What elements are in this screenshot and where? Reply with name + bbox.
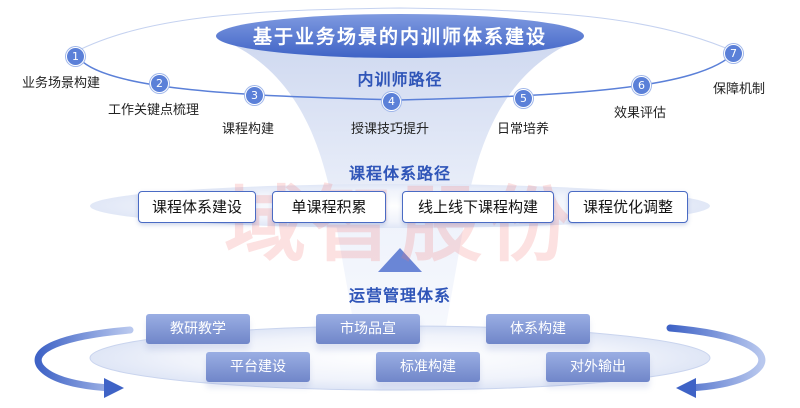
ops-item-bottom-3: 对外输出 <box>546 352 650 382</box>
left-cycle-arrow <box>34 326 134 392</box>
course-path-title: 课程体系路径 <box>348 164 451 183</box>
step-label-3: 课程构建 <box>222 122 275 137</box>
diagram-title: 基于业务场景的内训师体系建设 <box>252 26 547 48</box>
step-node-4: 4 <box>382 92 401 111</box>
step-label-6: 效果评估 <box>614 106 667 121</box>
trainer-path-arc-back <box>74 7 736 53</box>
trainer-path-title: 内训师路径 <box>357 70 443 89</box>
up-arrow-icon <box>378 248 422 272</box>
right-arrowhead-icon <box>676 378 696 398</box>
course-item-3: 线上线下课程构建 <box>402 191 554 223</box>
step-node-5: 5 <box>514 89 533 108</box>
step-label-5: 日常培养 <box>497 122 550 137</box>
ops-item-bottom-2: 标准构建 <box>376 352 480 382</box>
ops-item-top-2: 市场品宣 <box>316 314 420 344</box>
course-item-1: 课程体系建设 <box>138 191 256 223</box>
step-label-1: 业务场景构建 <box>22 76 101 91</box>
step-node-1: 1 <box>66 47 85 66</box>
step-label-2: 工作关键点梳理 <box>108 103 200 118</box>
course-item-2: 单课程积累 <box>272 191 386 223</box>
step-label-4: 授课技巧提升 <box>351 122 430 137</box>
title-ellipse <box>216 14 584 58</box>
course-item-4: 课程优化调整 <box>568 191 688 223</box>
right-cycle-arrow <box>666 324 766 392</box>
step-node-2: 2 <box>150 74 169 93</box>
left-arrowhead-icon <box>104 378 124 398</box>
ops-item-bottom-1: 平台建设 <box>206 352 310 382</box>
step-label-7: 保障机制 <box>713 82 766 97</box>
step-node-3: 3 <box>245 86 264 105</box>
operations-title: 运营管理体系 <box>348 286 451 305</box>
step-node-6: 6 <box>632 76 651 95</box>
ops-item-top-3: 体系构建 <box>486 314 590 344</box>
ops-item-top-1: 教研教学 <box>146 314 250 344</box>
step-node-7: 7 <box>724 44 743 63</box>
